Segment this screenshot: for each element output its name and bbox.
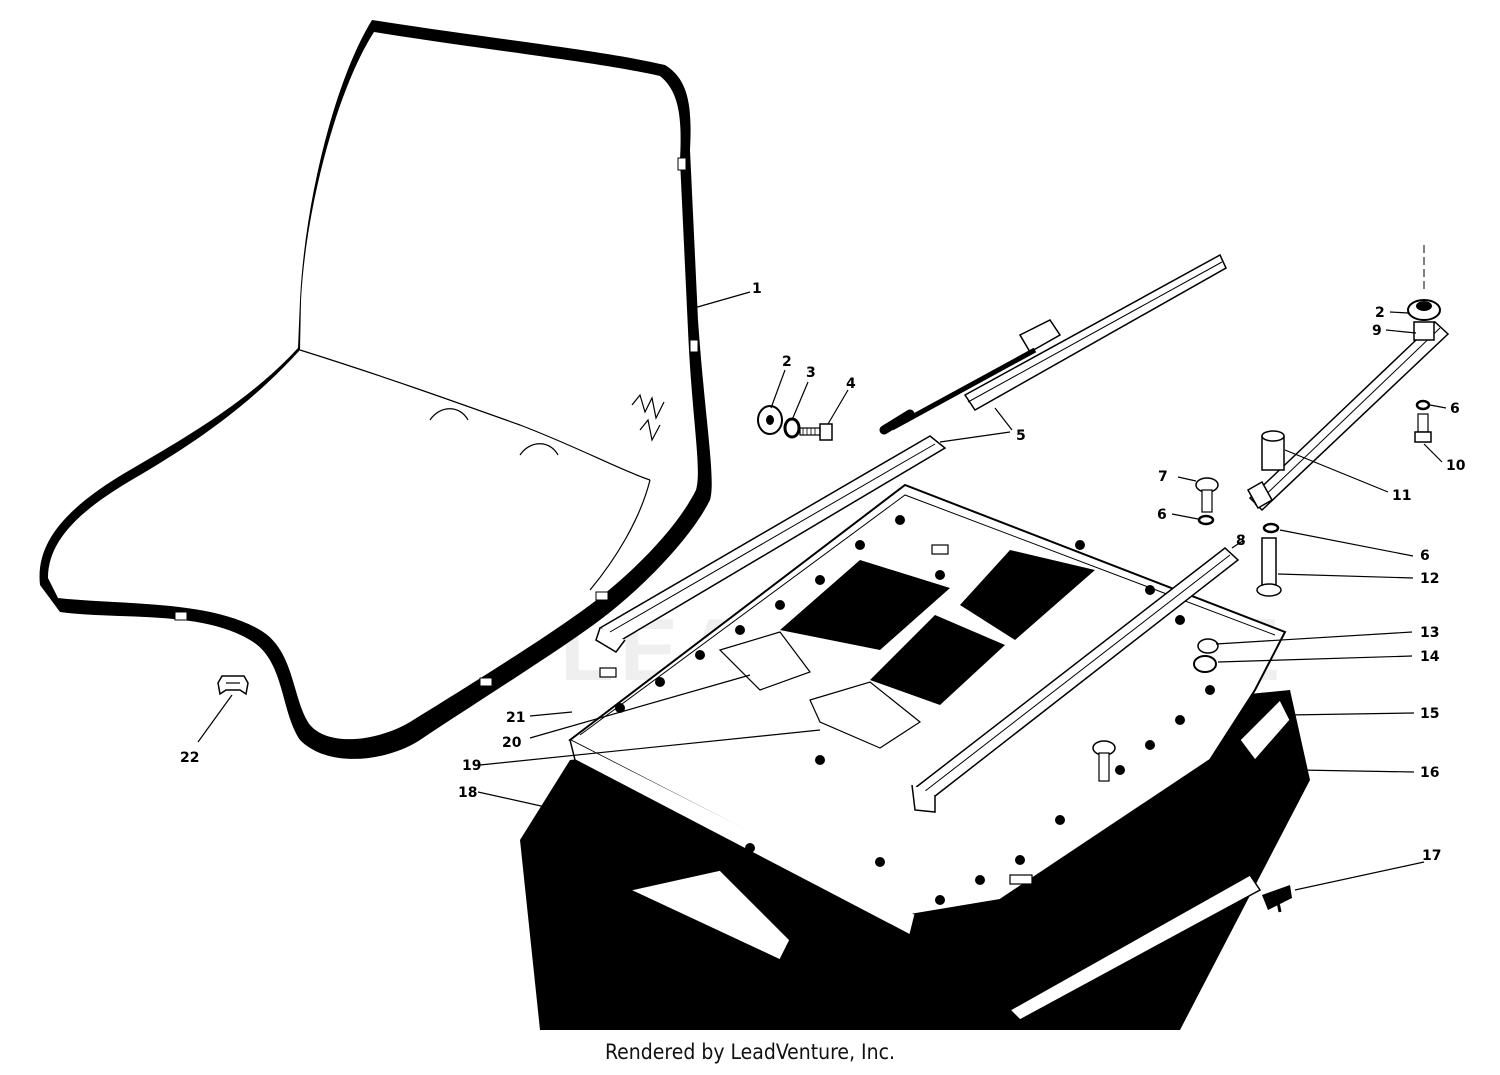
callout-2-left: 2 — [782, 354, 792, 370]
rivet-part-17[interactable] — [1262, 885, 1292, 913]
washer-part-6-right[interactable] — [1415, 399, 1431, 411]
callout-6-low: 6 — [1420, 548, 1430, 564]
callout-17: 17 — [1422, 848, 1441, 864]
callout-5: 5 — [1016, 428, 1026, 444]
callout-14: 14 — [1420, 649, 1440, 665]
callout-13: 13 — [1420, 625, 1439, 641]
bushing-part-11[interactable] — [1261, 430, 1285, 471]
clip-part-22[interactable] — [217, 675, 249, 696]
knob-part-2-right[interactable] — [1407, 245, 1441, 321]
nut-part-14[interactable] — [1193, 655, 1217, 673]
leader-lines — [197, 291, 1447, 891]
callout-19: 19 — [462, 758, 481, 774]
suspension-spring-part-16[interactable] — [1008, 698, 1291, 1021]
bolt-part-12[interactable] — [1256, 537, 1282, 597]
callout-16: 16 — [1420, 765, 1439, 781]
callout-10: 10 — [1446, 458, 1466, 474]
callout-labels: 1 2 3 4 5 2 9 6 10 11 7 6 8 6 12 13 14 1… — [180, 281, 1466, 864]
callout-6-top: 6 — [1450, 401, 1460, 417]
nut-part-13[interactable] — [1197, 638, 1219, 654]
callout-8: 8 — [1236, 533, 1246, 549]
callout-18: 18 — [458, 785, 477, 801]
mounting-plate[interactable] — [520, 483, 1310, 1030]
seat-track-left-upper[interactable] — [963, 253, 1227, 411]
seat-track-right-lower[interactable] — [911, 547, 1240, 813]
footer-credit: Rendered by LeadVenture, Inc. — [605, 1040, 895, 1064]
adjust-lever[interactable] — [879, 347, 1037, 435]
seat-track-right-upper[interactable] — [1246, 320, 1450, 512]
callout-6-mid: 6 — [1157, 507, 1167, 523]
seat-track-left-lower[interactable] — [595, 435, 947, 653]
callout-1: 1 — [752, 281, 762, 297]
callout-2-right: 2 — [1375, 305, 1385, 321]
spacer-part-9[interactable] — [1413, 321, 1435, 341]
callout-21: 21 — [506, 710, 525, 726]
washer-part-2-left[interactable] — [757, 405, 783, 435]
washer-part-6-lower[interactable] — [1262, 522, 1280, 534]
bolt-part-7[interactable] — [1195, 477, 1219, 513]
bolt-part-4[interactable] — [799, 423, 833, 441]
bolt-part-10[interactable] — [1414, 413, 1432, 443]
washer-part-6-center[interactable] — [1197, 514, 1215, 526]
suspension-base-part-18[interactable] — [627, 869, 791, 967]
seat-part[interactable] — [39, 20, 712, 759]
callout-12: 12 — [1420, 571, 1439, 587]
lockwasher-part-3[interactable] — [783, 417, 801, 439]
callout-11: 11 — [1392, 488, 1411, 504]
callout-15: 15 — [1420, 706, 1439, 722]
callout-20: 20 — [502, 735, 522, 751]
callout-9: 9 — [1372, 323, 1382, 339]
bolt-plate[interactable] — [1092, 740, 1116, 782]
callout-3: 3 — [806, 365, 816, 381]
callout-7: 7 — [1158, 469, 1168, 485]
callout-4: 4 — [846, 376, 856, 392]
callout-22: 22 — [180, 750, 199, 766]
